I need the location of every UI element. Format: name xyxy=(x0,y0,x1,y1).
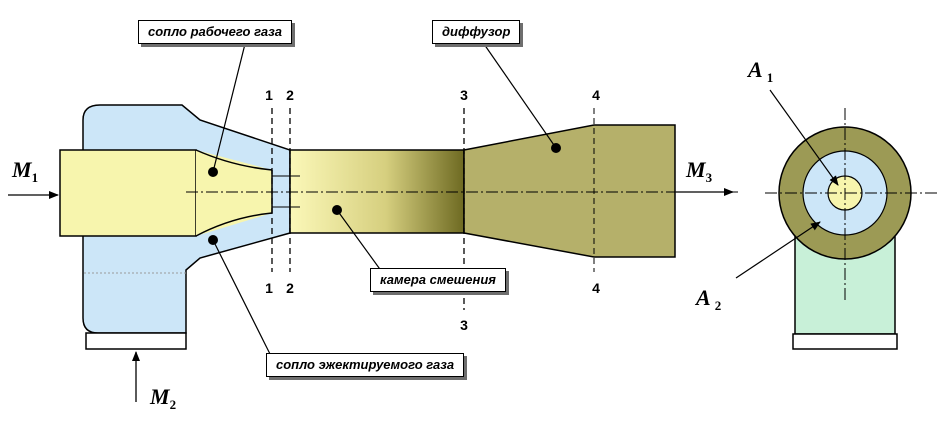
section-label-4-top: 4 xyxy=(592,87,600,103)
diffuser-dot xyxy=(551,143,561,153)
callout-mixing-chamber: камера смешения xyxy=(370,268,506,292)
section-label-4-bottom: 4 xyxy=(592,280,600,296)
a2-pointer xyxy=(735,221,821,279)
bottom-flange xyxy=(85,332,187,350)
diffuser-pointer xyxy=(483,43,557,149)
side-flange xyxy=(792,333,898,350)
nozzle-lower-wall xyxy=(195,212,273,237)
nozzle-ejected-dot xyxy=(208,235,218,245)
nozzle-ejected-pointer xyxy=(212,239,273,359)
working-gas-pipe xyxy=(59,149,197,237)
section-label-3-bottom: 3 xyxy=(460,317,468,333)
section-label-2-top: 2 xyxy=(286,87,294,103)
section-label-1-bottom: 1 xyxy=(265,280,273,296)
nozzle-working-dot xyxy=(208,167,218,177)
callout-nozzle-ejected: сопло эжектируемого газа xyxy=(266,353,465,377)
a1-pointer xyxy=(769,89,839,186)
nozzle-working-pointer xyxy=(212,43,246,173)
mixing-chamber-dot xyxy=(332,205,342,215)
section-label-3-top: 3 xyxy=(460,87,468,103)
section-label-2-bottom: 2 xyxy=(286,280,294,296)
m3-label: M3 xyxy=(685,157,713,185)
m2-label: M2 xyxy=(149,384,176,412)
mixing-chamber-pointer xyxy=(336,209,383,273)
callout-diffuser: диффузор xyxy=(432,20,521,44)
callout-nozzle-working: сопло рабочего газа xyxy=(138,20,292,44)
diffuser xyxy=(463,124,676,258)
m1-label: M1 xyxy=(11,157,38,185)
section-label-1-top: 1 xyxy=(265,87,273,103)
nozzle-upper-wall xyxy=(195,149,273,171)
